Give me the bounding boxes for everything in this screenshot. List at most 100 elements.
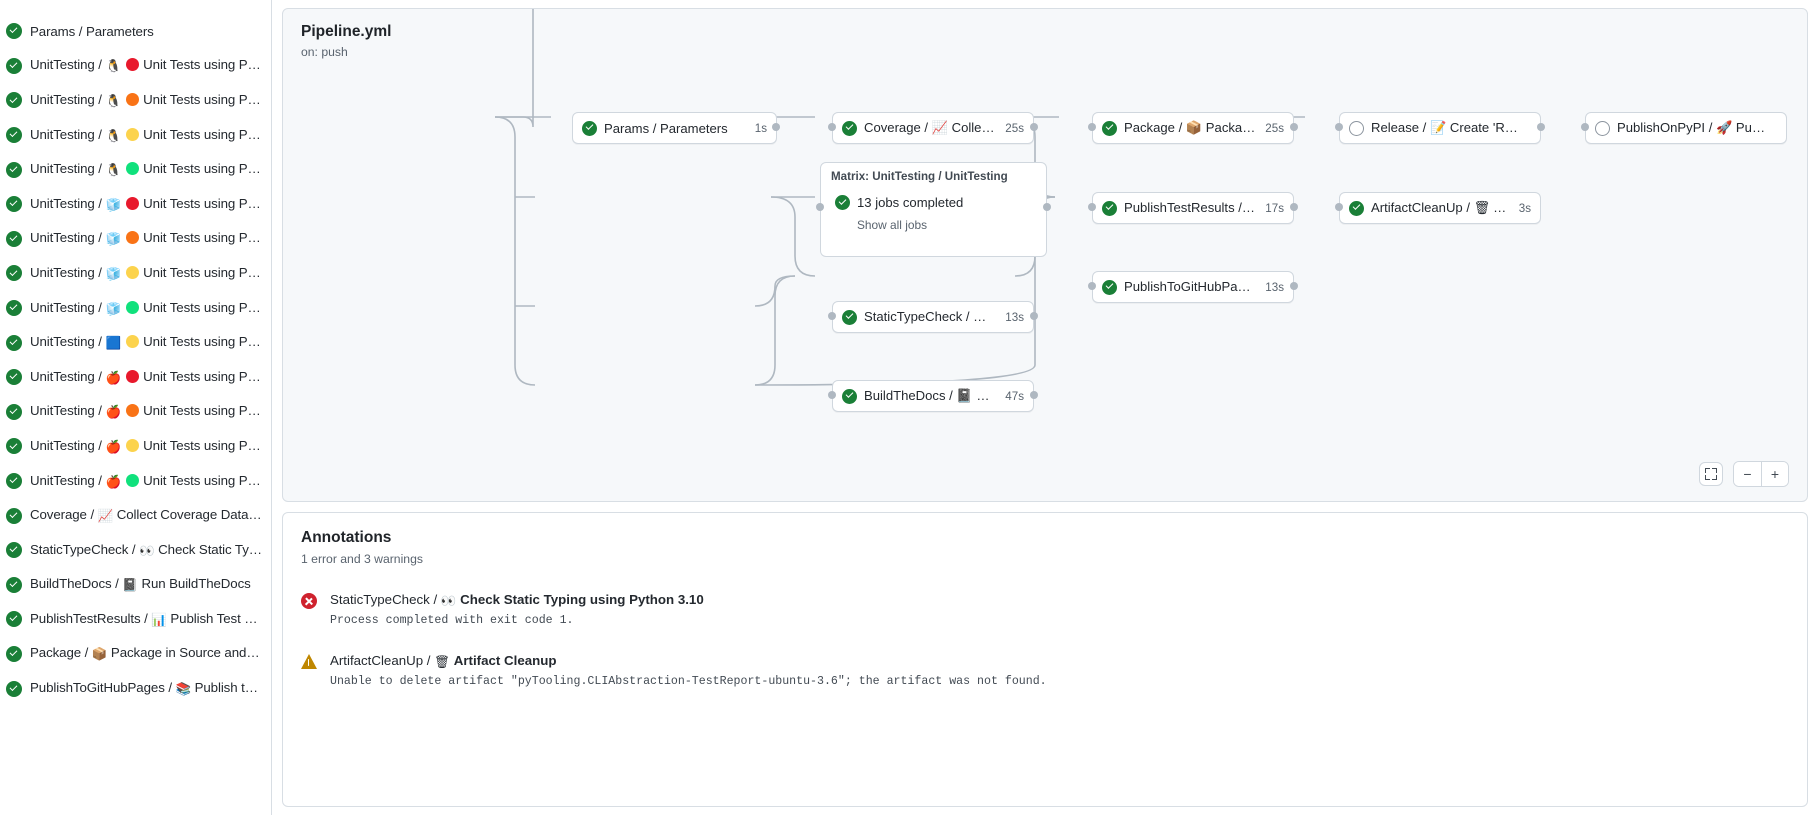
annotation-heading: StaticTypeCheck / 👀 Check Static Typing … [330,592,704,608]
sidebar-job-label: UnitTesting / 🍎 Unit Tests using Pyth… [30,472,263,489]
status-success-icon [6,369,22,386]
graph-node-buildthedocs[interactable]: BuildTheDocs / 📓 Run Buil… 47s [832,380,1034,412]
status-success-icon [6,403,22,420]
port-in-buildthedocs [828,391,836,399]
graph-canvas[interactable]: Params / Parameters 1s Coverage / 📈 Coll… [283,9,1807,501]
graph-node-publishtestresults[interactable]: PublishTestResults / 📊 Pu… 17s [1092,192,1294,224]
show-all-jobs-link[interactable]: Show all jobs [857,218,928,232]
graph-node-publishonpypi[interactable]: PublishOnPyPI / 🚀 Publish to … [1585,112,1787,144]
port-out-buildthedocs [1030,391,1038,399]
sidebar-job-item[interactable]: UnitTesting / 🐧 Unit Tests using Pyth… [0,49,271,84]
fullscreen-button[interactable] [1699,462,1723,486]
error-icon-wrapper [301,593,319,627]
graph-edges [494,9,1305,386]
job-emoji-icon: 🐧 [105,59,121,74]
annotation-message: Process completed with exit code 1. [330,614,574,627]
port-in-coverage [828,123,836,131]
job-emoji-icon: 🐧 [105,93,121,108]
sidebar-job-item[interactable]: UnitTesting / 🧊 Unit Tests using Pyth… [0,291,271,326]
sidebar-job-item[interactable]: UnitTesting / 🧊 Unit Tests using Pyth… [0,256,271,291]
sidebar-job-item[interactable]: UnitTesting / 🍎 Unit Tests using Pyth… [0,429,271,464]
job-emoji-icon: 🐧 [105,128,121,143]
sidebar-job-item[interactable]: UnitTesting / 🍎 Unit Tests using Pyth… [0,464,271,499]
error-icon [301,593,317,609]
sidebar-job-item[interactable]: UnitTesting / 🍎 Unit Tests using Pyth… [0,360,271,395]
graph-node-coverage[interactable]: Coverage / 📈 Collect Cove… 25s [832,112,1034,144]
sidebar-job-label: UnitTesting / 🐧 Unit Tests using Pyth… [30,161,263,178]
annotation-text: StaticTypeCheck / 👀 Check Static Typing … [330,592,704,627]
sidebar-job-label: PublishTestResults / 📊 Publish Test Resu… [30,610,263,627]
annotations-summary: 1 error and 3 warnings [301,552,423,566]
annotations-list: StaticTypeCheck / 👀 Check Static Typing … [301,592,1789,688]
sidebar-job-item[interactable]: PublishToGitHubPages / 📚 Publish to G… [0,671,271,706]
job-emoji-icon: 🧊 [105,266,121,281]
status-success-icon [6,196,22,213]
sidebar-job-item[interactable]: UnitTesting / 🐧 Unit Tests using Pyth… [0,118,271,153]
sidebar-job-label: UnitTesting / 🧊 Unit Tests using Pyth… [30,195,263,212]
node-label: Package / 📦 Package in So… [1124,120,1257,135]
status-success-icon [6,161,22,178]
sidebar-job-item[interactable]: StaticTypeCheck / 👀 Check Static Typing… [0,533,271,568]
sidebar-job-item[interactable]: PublishTestResults / 📊 Publish Test Resu… [0,602,271,637]
status-success-icon [6,680,22,697]
graph-zoom-controls[interactable]: − + [1699,461,1789,487]
sidebar-job-item[interactable]: UnitTesting / 🧊 Unit Tests using Pyth… [0,222,271,257]
port-in-artifactcleanup [1335,203,1343,211]
job-emoji-icon: 📊 [151,612,167,627]
zoom-out-button[interactable]: − [1734,462,1761,486]
job-emoji-icon: 🍎 [105,405,121,420]
graph-node-params[interactable]: Params / Parameters 1s [572,112,777,144]
python-version-dot-icon [125,404,139,418]
sidebar-job-item[interactable]: UnitTesting / 🐧 Unit Tests using Pyth… [0,83,271,118]
job-emoji-icon: 🍎 [105,474,121,489]
sidebar-job-item[interactable]: Params / Parameters [0,14,271,49]
node-label: PublishOnPyPI / 🚀 Publish to … [1617,120,1769,135]
sidebar-job-item[interactable]: Package / 📦 Package in Source and Wh… [0,637,271,672]
node-duration: 17s [1265,201,1284,215]
status-success-icon [6,92,22,109]
port-in-matrix [816,203,824,211]
node-label: PublishToGitHubPages / 📚 … [1124,279,1258,294]
status-success-icon [6,611,22,628]
job-emoji-icon: 🍎 [105,439,121,454]
graph-node-package[interactable]: Package / 📦 Package in So… 25s [1092,112,1294,144]
status-success-icon [6,23,22,40]
status-success-icon [6,300,22,317]
zoom-button-group[interactable]: − + [1733,461,1789,487]
status-success-icon [1102,120,1117,136]
graph-node-artifactcleanup[interactable]: ArtifactCleanUp / 🗑 Artifac… 3s [1339,192,1541,224]
python-version-dot-icon [125,438,139,452]
sidebar-job-item[interactable]: UnitTesting / 🟦 Unit Tests using Pyth… [0,325,271,360]
annotation-message: Unable to delete artifact "pyTooling.CLI… [330,675,1047,688]
sidebar-job-item[interactable]: Coverage / 📈 Collect Coverage Data usi… [0,498,271,533]
graph-node-release[interactable]: Release / 📝 Create 'Release P… [1339,112,1541,144]
annotations-panel: Annotations 1 error and 3 warnings Stati… [282,512,1808,807]
sidebar-job-item[interactable]: UnitTesting / 🐧 Unit Tests using Pyth… [0,152,271,187]
status-success-icon [6,576,22,593]
port-out-package [1290,123,1298,131]
zoom-in-button[interactable]: + [1761,462,1788,486]
job-emoji-icon: 📓 [122,578,138,593]
sidebar-job-label: BuildTheDocs / 📓 Run BuildTheDocs [30,576,251,593]
graph-node-publishtogithubpages[interactable]: PublishToGitHubPages / 📚 … 13s [1092,271,1294,303]
sidebar-job-item[interactable]: UnitTesting / 🍎 Unit Tests using Pyth… [0,395,271,430]
status-success-icon [842,309,857,325]
python-version-dot-icon [125,162,139,176]
python-version-dot-icon [125,92,139,106]
node-duration: 13s [1005,310,1024,324]
status-success-icon [1349,200,1364,216]
matrix-group-unittesting[interactable]: Matrix: UnitTesting / UnitTesting 13 job… [820,162,1047,257]
graph-node-statictypecheck[interactable]: StaticTypeCheck / 👀 Chec… 13s [832,301,1034,333]
node-duration: 1s [754,121,767,135]
sidebar-job-label: UnitTesting / 🧊 Unit Tests using Pyth… [30,230,263,247]
sidebar-job-item[interactable]: UnitTesting / 🧊 Unit Tests using Pyth… [0,187,271,222]
python-version-dot-icon [125,300,139,314]
node-duration: 25s [1005,121,1024,135]
main-content: Pipeline.yml on: push [272,0,1818,815]
node-label: BuildTheDocs / 📓 Run Buil… [864,388,997,403]
sidebar-job-item[interactable]: BuildTheDocs / 📓 Run BuildTheDocs [0,568,271,603]
matrix-summary: 13 jobs completed [857,195,964,210]
